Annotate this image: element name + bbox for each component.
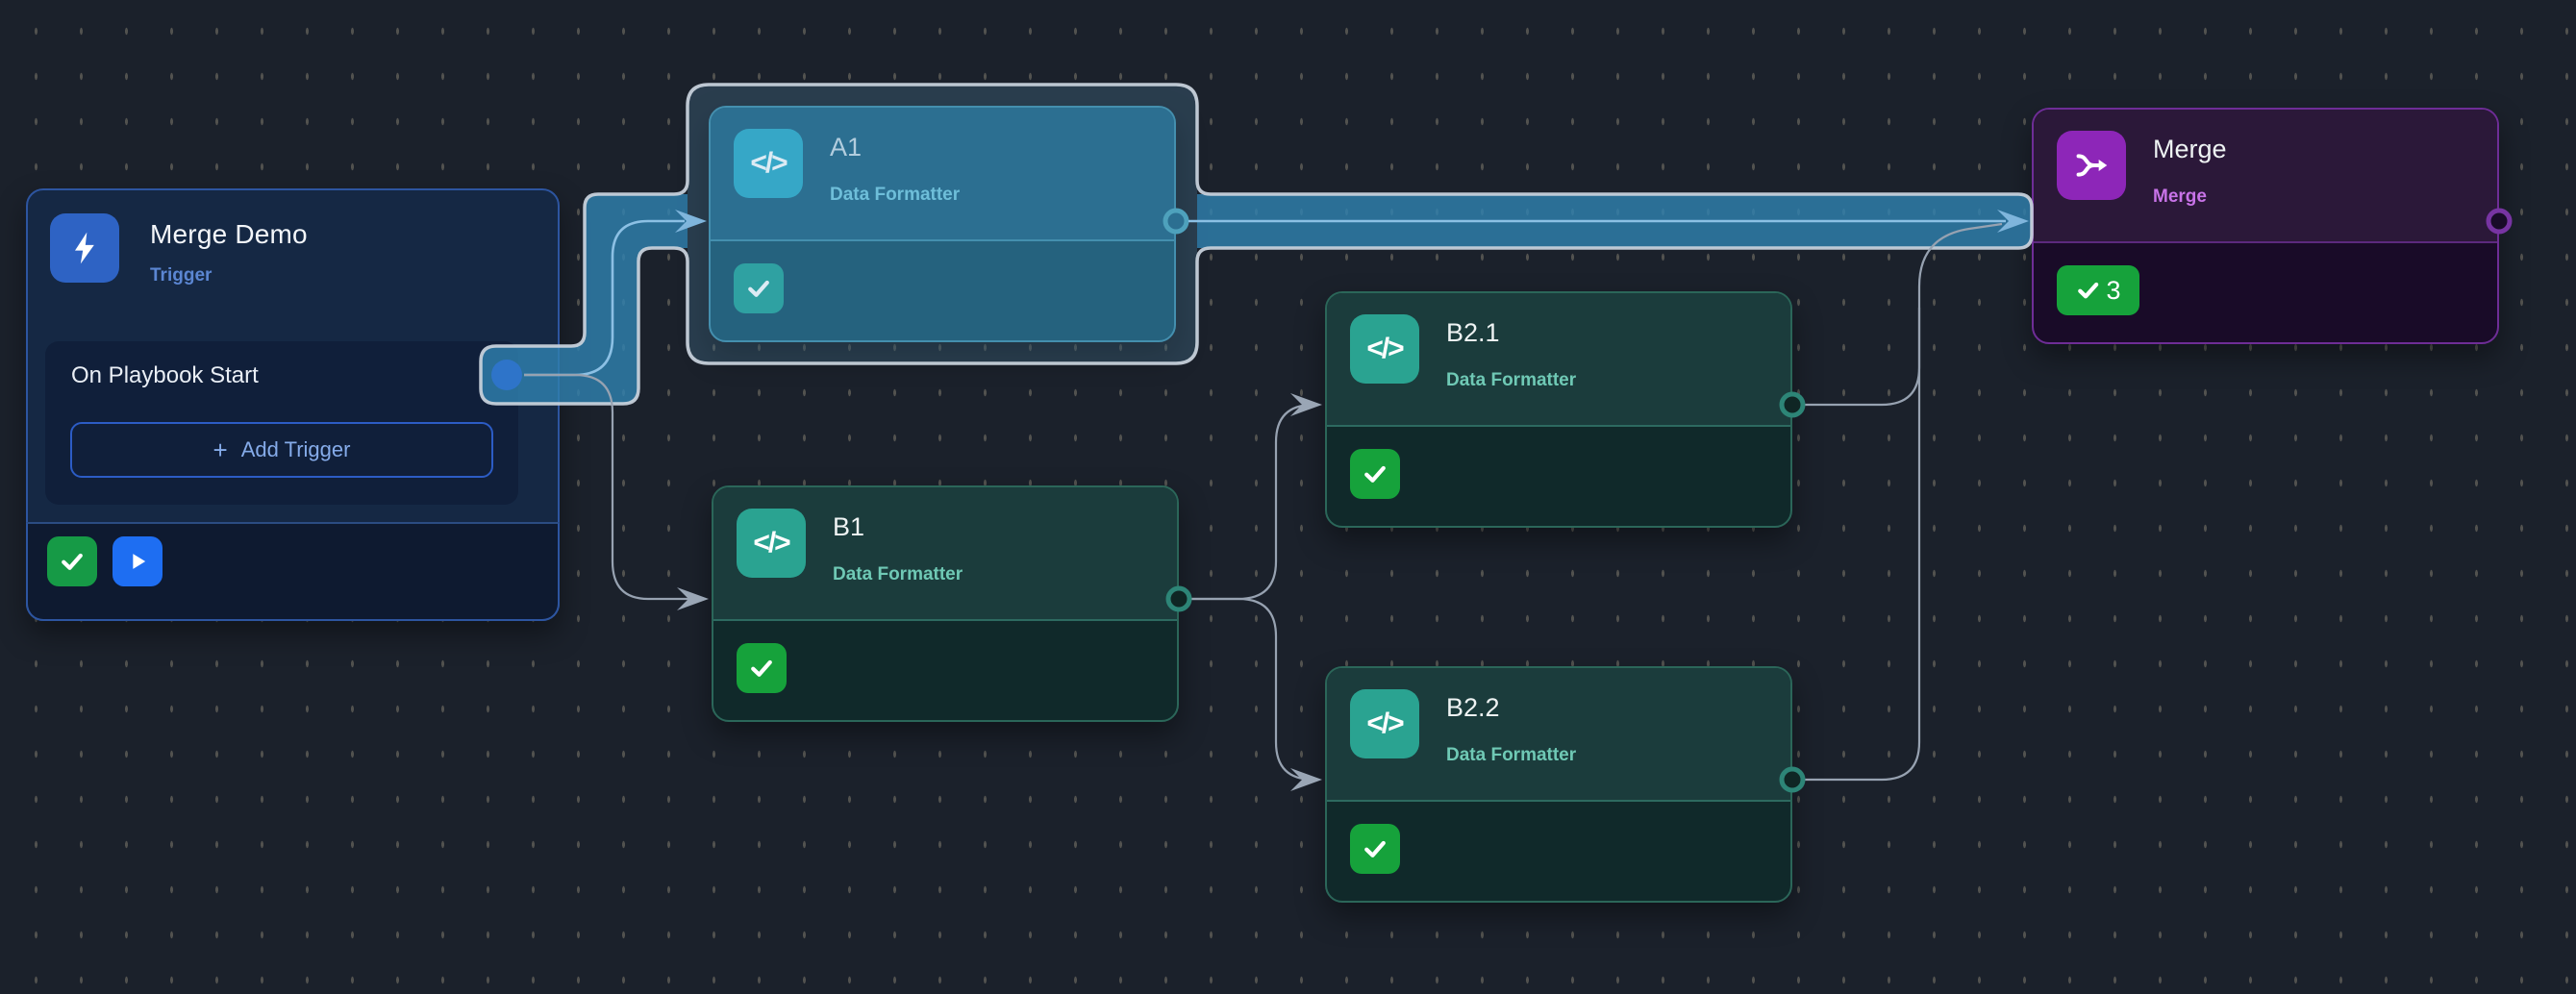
trigger-header: Merge Demo Trigger [28,190,558,341]
node-b2-1[interactable]: </> B2.1 Data Formatter [1325,291,1792,528]
code-icon: </> [1350,689,1419,758]
node-merge[interactable]: Merge Merge 3 [2032,108,2499,344]
code-icon: </> [737,509,806,578]
merge-header: Merge Merge [2034,110,2497,243]
merge-footer: 3 [2034,241,2497,342]
node-title: B2.1 [1446,318,1500,347]
run-playbook-button[interactable] [113,536,163,586]
edge-b1-b2-2[interactable] [1191,597,1314,782]
node-title: Merge Demo [150,219,308,249]
trigger-row-panel[interactable]: On Playbook Start + Add Trigger [45,341,518,505]
b1-footer [713,619,1177,720]
code-icon: </> [734,129,803,198]
edge-b2-1-merge[interactable] [1805,308,1921,407]
merge-icon [2057,131,2126,200]
node-trigger[interactable]: Merge Demo Trigger On Playbook Start + A… [26,188,560,621]
check-icon [2078,282,2099,299]
b2-1-footer [1327,425,1790,526]
node-type-label: Trigger [150,265,213,286]
trigger-footer [26,522,560,621]
trigger-output-port[interactable] [491,360,522,390]
b1-output-port[interactable] [1165,585,1192,612]
b2-2-footer [1327,800,1790,901]
lightning-icon [50,213,119,283]
node-title: Merge [2153,135,2227,163]
a1-output-port[interactable] [1163,208,1189,235]
success-status-icon[interactable] [734,263,784,313]
node-a1[interactable]: </> A1 Data Formatter [709,106,1176,342]
add-trigger-button[interactable]: + Add Trigger [70,422,493,478]
edge-trigger-a1[interactable] [524,219,685,377]
trigger-success-status-button[interactable] [47,536,97,586]
b2-1-header: </> B2.1 Data Formatter [1327,293,1790,427]
code-icon: </> [1350,314,1419,384]
add-trigger-label: Add Trigger [240,437,351,461]
edge-trigger-b1[interactable] [524,373,688,601]
success-status-icon[interactable] [737,643,787,693]
merge-output-port[interactable] [2486,208,2513,235]
node-title: B1 [833,512,865,541]
node-type-label: Data Formatter [1446,745,1577,765]
b2-2-header: </> B2.2 Data Formatter [1327,668,1790,802]
trigger-row-label: On Playbook Start [71,362,259,388]
edge-b2-2-merge[interactable] [1805,222,2003,782]
a1-footer [711,239,1174,340]
node-type-label: Merge [2153,186,2207,207]
b1-header: </> B1 Data Formatter [713,487,1177,621]
edge-b1-b2-1[interactable] [1191,403,1314,601]
success-status-icon[interactable] [1350,824,1400,874]
plus-icon: + [213,435,228,464]
success-count-badge[interactable]: 3 [2057,265,2139,315]
node-b2-2[interactable]: </> B2.2 Data Formatter [1325,666,1792,903]
node-type-label: Data Formatter [833,564,963,584]
success-status-icon[interactable] [1350,449,1400,499]
b2-2-output-port[interactable] [1779,766,1806,793]
node-title: B2.2 [1446,693,1500,722]
node-title: A1 [830,133,863,162]
node-type-label: Data Formatter [830,185,961,205]
success-count: 3 [2106,275,2121,305]
a1-header: </> A1 Data Formatter [711,108,1174,241]
node-type-label: Data Formatter [1446,370,1577,390]
b2-1-output-port[interactable] [1779,391,1806,418]
node-b1[interactable]: </> B1 Data Formatter [712,485,1179,722]
